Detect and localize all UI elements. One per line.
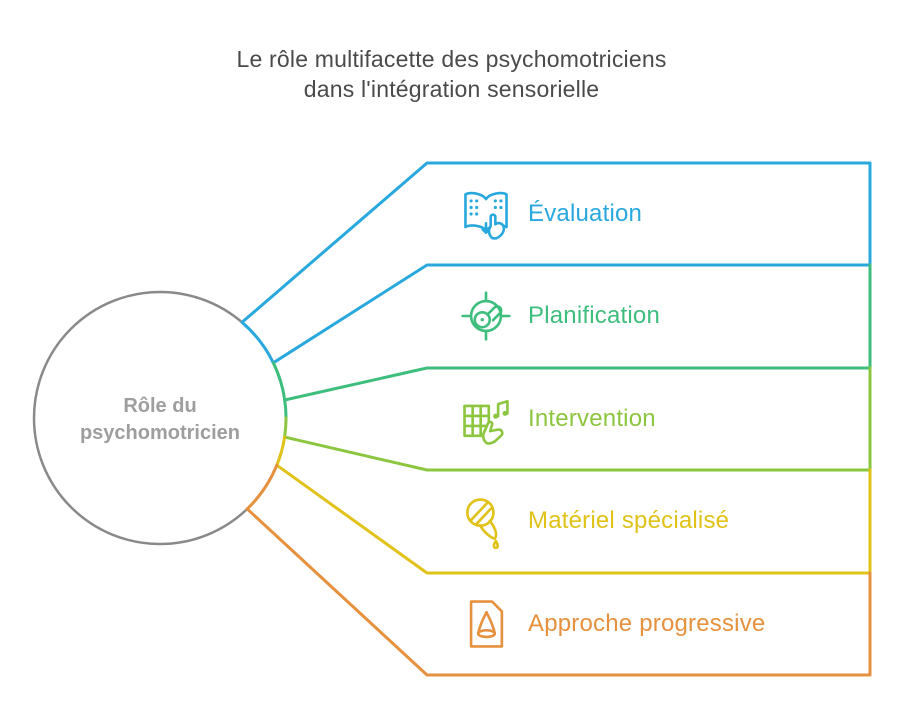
sensory-ball-drop-icon bbox=[466, 498, 499, 549]
document-cone-icon bbox=[469, 600, 504, 648]
circle-arc-orange bbox=[245, 463, 279, 511]
branch-planification-connector bbox=[271, 263, 872, 420]
center-circle-label: Rôle du psychomotricien bbox=[79, 395, 241, 444]
branch-label-approche: Approche progressive bbox=[528, 610, 766, 637]
circle-arc-lime bbox=[283, 416, 288, 439]
branch-label-evaluation: Évaluation bbox=[528, 200, 643, 227]
page-title: Le rôle multifacette des psychomotricien… bbox=[0, 44, 903, 104]
branch-row-approche: Approche progressive bbox=[458, 573, 878, 675]
branch-row-intervention: Intervention bbox=[458, 368, 878, 470]
branch-label-intervention: Intervention bbox=[528, 405, 656, 432]
grid-hand-music-icon bbox=[463, 399, 509, 445]
branch-row-planification: Planification bbox=[458, 265, 878, 367]
branch-label-materiel: Matériel spécialisé bbox=[528, 507, 730, 534]
branch-evaluation-connector bbox=[240, 161, 872, 365]
circle-arc-blue bbox=[240, 320, 275, 365]
branch-row-materiel: Matériel spécialisé bbox=[458, 470, 878, 572]
branch-row-evaluation: Évaluation bbox=[458, 163, 878, 265]
branch-label-planification: Planification bbox=[528, 302, 661, 329]
circle-arc-green bbox=[271, 361, 288, 420]
braille-book-icon bbox=[464, 191, 508, 240]
page-title-line-2: dans l'intégration sensorielle bbox=[303, 76, 600, 102]
branch-approche-connector bbox=[245, 463, 872, 677]
target-key-icon bbox=[461, 291, 511, 341]
page-title-line-1: Le rôle multifacette des psychomotricien… bbox=[236, 46, 667, 72]
